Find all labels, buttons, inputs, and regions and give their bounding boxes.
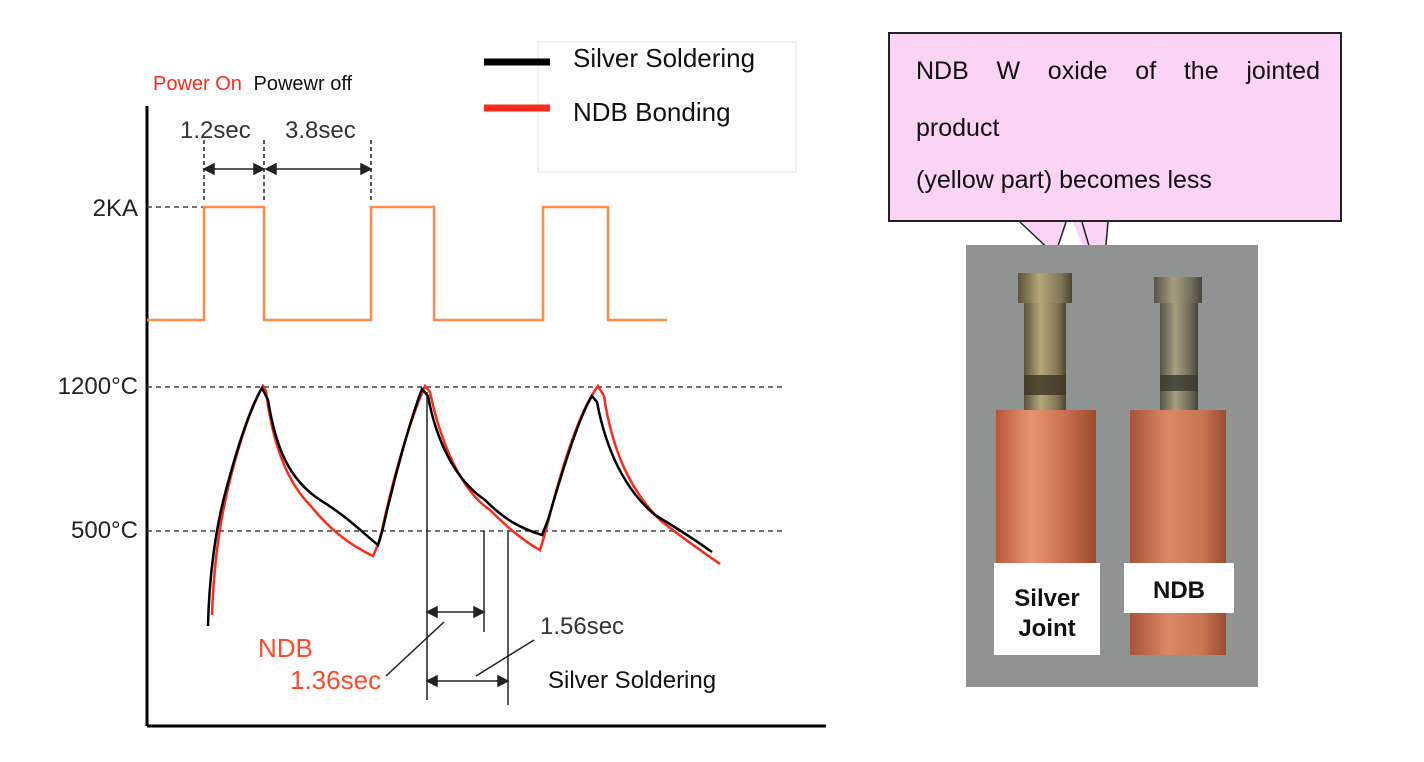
ndb-specimen-label: NDB: [1153, 577, 1205, 604]
callout-line-2: product: [916, 114, 1000, 142]
jointed-product-photo: Silver Joint NDB: [966, 245, 1258, 687]
ndb-bonding-temperature-curve: [210, 383, 721, 616]
label-card-right: [1124, 563, 1234, 613]
current-pulse-waveform: [147, 205, 667, 322]
arrowhead: [425, 605, 438, 619]
oxide-band: [1024, 375, 1066, 395]
arrowhead: [473, 605, 486, 619]
legend-label-silver: Silver Soldering: [573, 43, 755, 73]
cooling-time-markers: [385, 392, 535, 705]
silver-soldering-temperature-curve: [206, 385, 713, 627]
arrowhead: [497, 674, 510, 688]
temperature-low-label: 500°C: [71, 517, 138, 544]
current-level-label: 2KA: [93, 195, 138, 222]
tungsten-shaft: [1160, 303, 1198, 415]
silver-leader-line: [475, 639, 535, 677]
silver-joint-specimen: Silver Joint: [994, 273, 1100, 655]
label-card-left: [994, 563, 1100, 655]
tungsten-cap: [1154, 277, 1202, 303]
legend-label-ndb: NDB Bonding: [573, 97, 731, 127]
silver-time-label: 1.56sec: [540, 613, 624, 640]
silver-name-label: Silver Soldering: [548, 667, 716, 694]
callout-line-3: (yellow part) becomes less: [916, 166, 1212, 194]
on-duration-label: 1.2sec: [180, 117, 251, 144]
arrowhead: [202, 162, 215, 176]
power-on-label: Power On: [153, 73, 242, 95]
callout-line-1: NDB W oxide of the jointed: [916, 57, 1320, 85]
cooling-profile-diagram: Silver Soldering NDB Bonding Power On Po…: [58, 41, 826, 728]
silver-joint-label-line2: Joint: [1018, 615, 1075, 642]
legend: Silver Soldering NDB Bonding: [484, 43, 755, 127]
arrowhead: [264, 162, 277, 176]
oxide-band: [1160, 375, 1198, 391]
pulse-dimensions: [202, 140, 373, 200]
power-off-label: Powewr off: [254, 73, 353, 95]
ndb-time-label: 1.36sec: [290, 665, 381, 695]
arrowhead: [253, 162, 266, 176]
ndb-leader-line: [385, 621, 445, 677]
power-labels: Power On Powewr off: [153, 73, 353, 95]
silver-joint-label-line1: Silver: [1014, 585, 1079, 612]
off-duration-label: 3.8sec: [285, 117, 356, 144]
ndb-name-label: NDB: [258, 633, 313, 663]
copper-body: [1130, 410, 1226, 655]
tungsten-shaft: [1024, 303, 1066, 415]
ndb-specimen: NDB: [1124, 277, 1234, 655]
callout-box: NDB W oxide of the jointed product (yell…: [888, 32, 1342, 222]
arrowhead: [360, 162, 373, 176]
temperature-high-label: 1200°C: [58, 373, 138, 400]
tungsten-cap: [1018, 273, 1072, 303]
arrowhead: [425, 674, 438, 688]
